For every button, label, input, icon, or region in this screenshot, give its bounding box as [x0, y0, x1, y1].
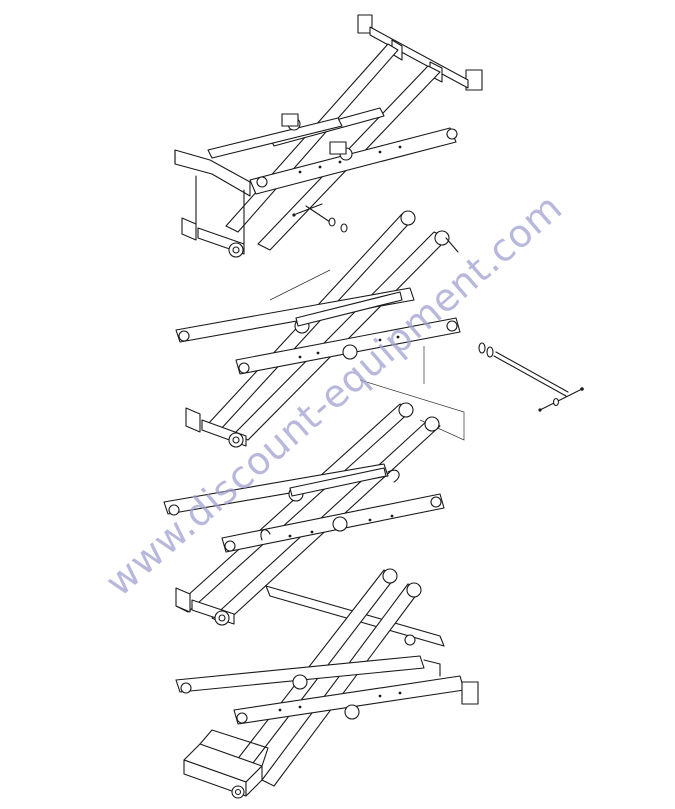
axle-shaft [493, 355, 567, 397]
top-pin-hardware [292, 203, 348, 233]
second-scissor-stage [175, 210, 465, 448]
base-stage [175, 568, 479, 799]
third-scissor-stage [163, 402, 445, 626]
stage2-upper-beam [175, 287, 415, 343]
top-left-end-cap [357, 14, 373, 34]
right-axle-hardware [478, 342, 584, 412]
top-outer-beam [249, 127, 457, 195]
base-right-end-cap [461, 681, 479, 705]
stage3-upper-beam [163, 463, 389, 515]
watermark-text: www.discount-equipment.com [97, 185, 570, 605]
base-upper-beam [175, 655, 425, 693]
top-platform-frame [174, 14, 483, 258]
